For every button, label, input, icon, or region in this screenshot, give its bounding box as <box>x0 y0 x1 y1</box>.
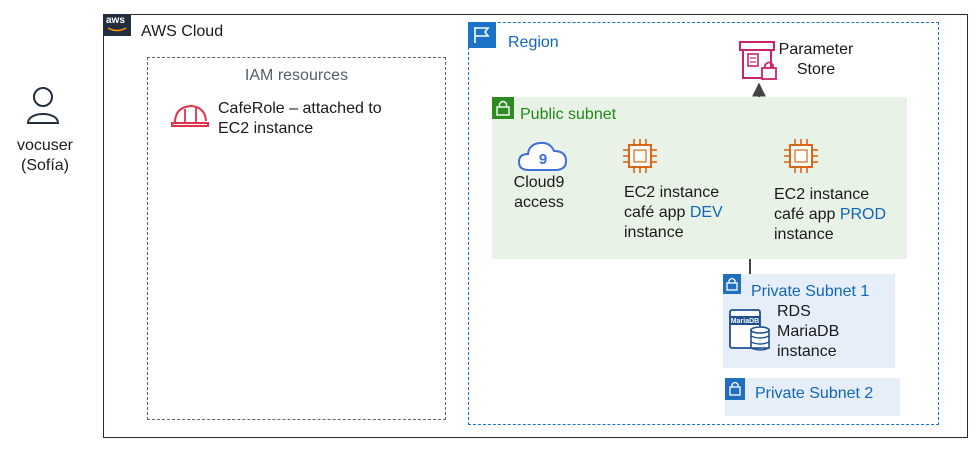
region-group <box>468 22 939 425</box>
aws-cloud-title: AWS Cloud <box>141 23 224 40</box>
helmet-icon <box>171 104 209 127</box>
iam-role-label: CafeRole – attached to EC2 instance <box>218 100 382 137</box>
user-name: vocuser (Sofía) <box>16 137 74 174</box>
iam-resources-title: IAM resources <box>244 67 349 84</box>
ec2-dev-label: EC2 instance café app DEV instance <box>624 184 723 241</box>
cloud9-icon: 9 <box>517 141 568 171</box>
lock-icon <box>723 274 741 294</box>
public-subnet-title: Public subnet <box>520 106 617 123</box>
aws-cloud-group <box>103 14 968 438</box>
iam-resources-group <box>147 57 446 420</box>
region-title: Region <box>508 34 559 51</box>
cloud9-label: Cloud9 access <box>513 174 565 211</box>
private-subnet-2-group <box>725 378 900 416</box>
aws-logo-icon: aws <box>103 14 131 36</box>
ec2-prod-label: EC2 instance café app PROD instance <box>774 186 887 243</box>
flag-icon <box>468 22 496 48</box>
lock-icon <box>492 97 514 119</box>
svg-text:9: 9 <box>539 151 547 168</box>
user-icon <box>26 87 60 124</box>
mariadb-db-icon: MariaDB <box>729 309 770 351</box>
parameter-store-icon <box>739 41 777 80</box>
parameter-store-label: Parameter Store <box>778 41 854 78</box>
svg-text:MariaDB: MariaDB <box>731 318 759 325</box>
ec2-dev-chip-icon <box>623 139 657 173</box>
private-subnet-1-title: Private Subnet 1 <box>751 283 870 300</box>
ec2-prod-chip-icon <box>784 139 818 173</box>
private-subnet-2-title: Private Subnet 2 <box>755 385 874 402</box>
public-subnet-group <box>492 97 907 259</box>
lock-icon <box>725 378 745 400</box>
rds-label: RDS MariaDB instance <box>777 303 840 360</box>
